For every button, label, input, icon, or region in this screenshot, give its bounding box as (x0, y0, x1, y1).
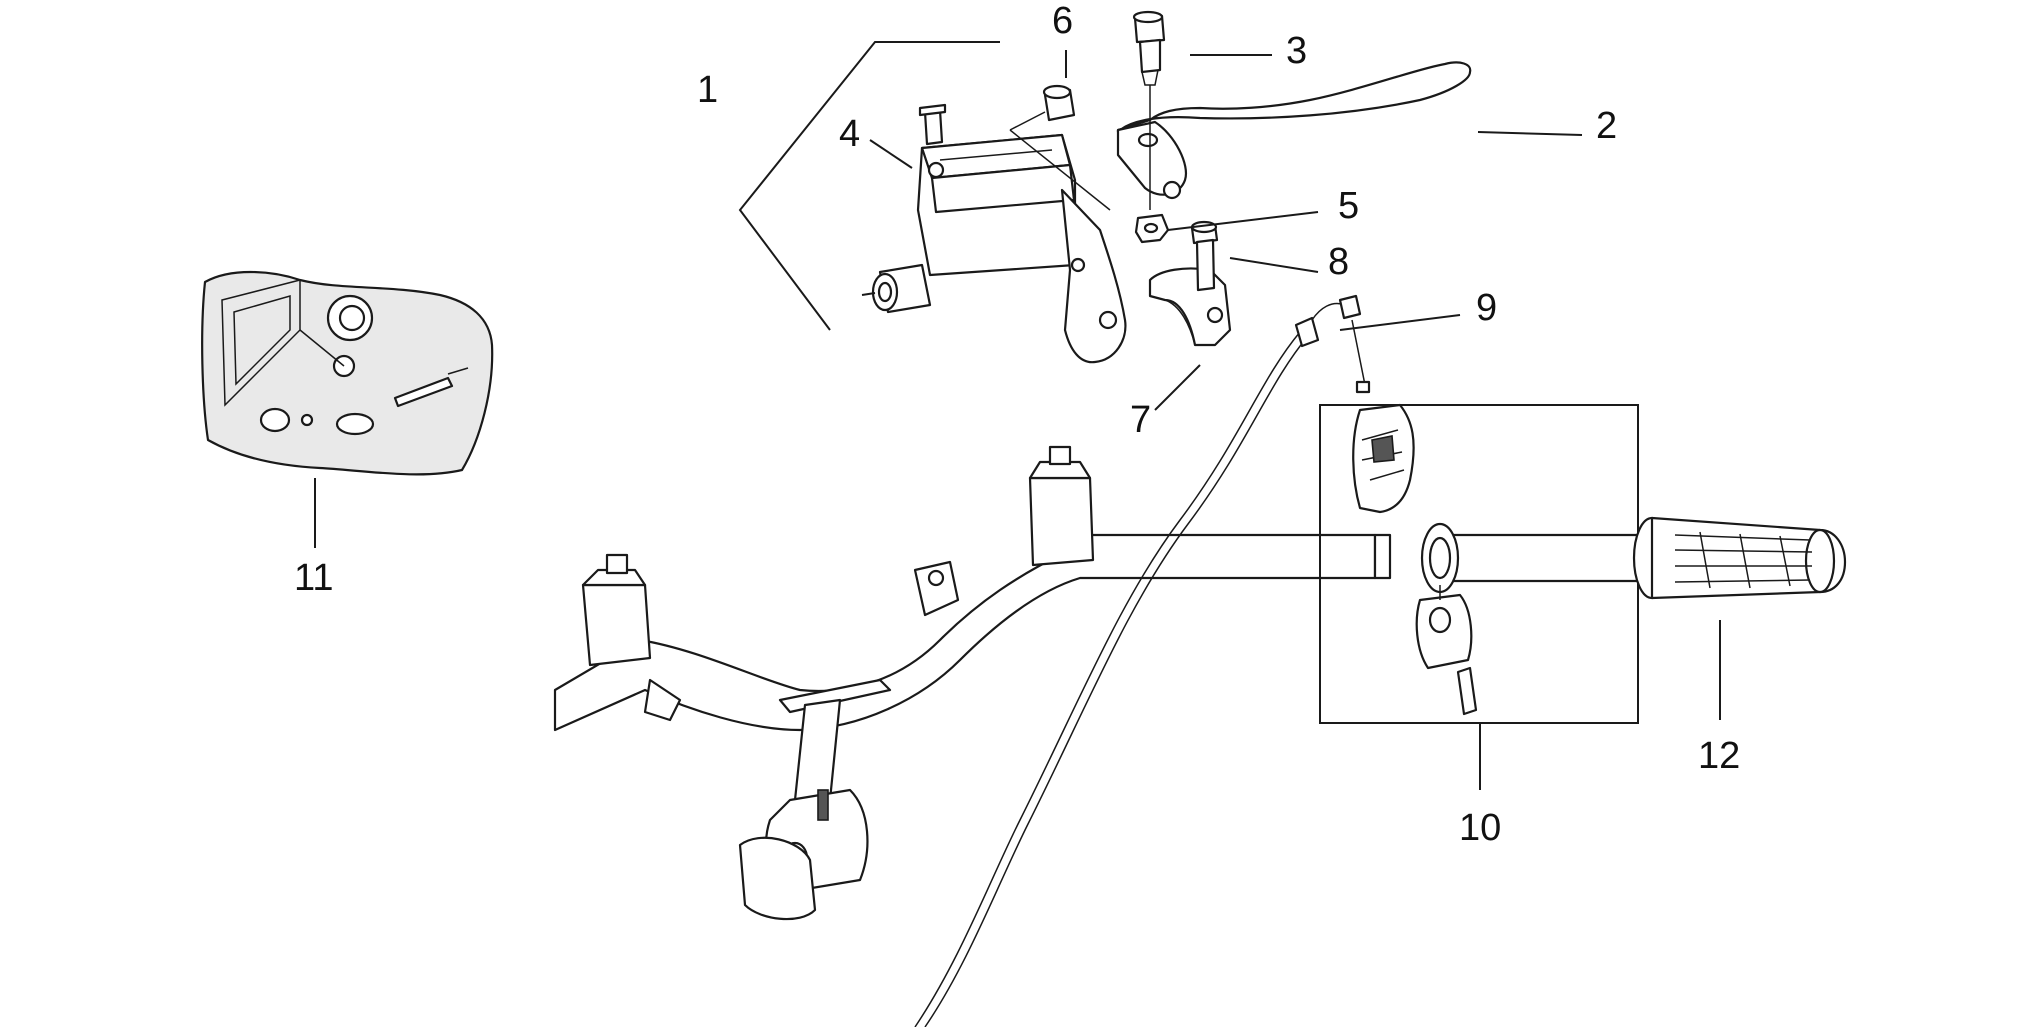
part-5-nut (1134, 213, 1170, 244)
part-10-throttle-assembly (1319, 403, 1642, 790)
throttle-cable (914, 294, 1371, 1027)
part-3-pivot-bolt (1132, 10, 1166, 210)
callout-7: 7 (1130, 399, 1151, 441)
callout-1: 1 (697, 69, 718, 111)
part-2-brake-lever (1116, 61, 1472, 200)
callout-11: 11 (294, 557, 333, 599)
callout-9: 9 (1476, 287, 1497, 329)
handlebar-frame (553, 445, 1392, 921)
part-11-cover (201, 270, 494, 548)
part-1-master-cylinder-group (738, 41, 1127, 364)
callout-10: 10 (1459, 807, 1501, 849)
part-7-clamp (1148, 267, 1232, 347)
callout-2: 2 (1596, 105, 1617, 147)
part-12-grip (1632, 516, 1847, 720)
leader-lines (869, 50, 1583, 411)
callout-12: 12 (1698, 735, 1740, 777)
callout-4: 4 (839, 113, 860, 155)
callout-3: 3 (1286, 30, 1307, 72)
callout-8: 8 (1328, 241, 1349, 283)
callout-labels: 1 2 3 4 5 6 7 8 9 10 11 12 (294, 0, 1740, 849)
callout-5: 5 (1338, 185, 1359, 227)
callout-6: 6 (1052, 0, 1073, 42)
